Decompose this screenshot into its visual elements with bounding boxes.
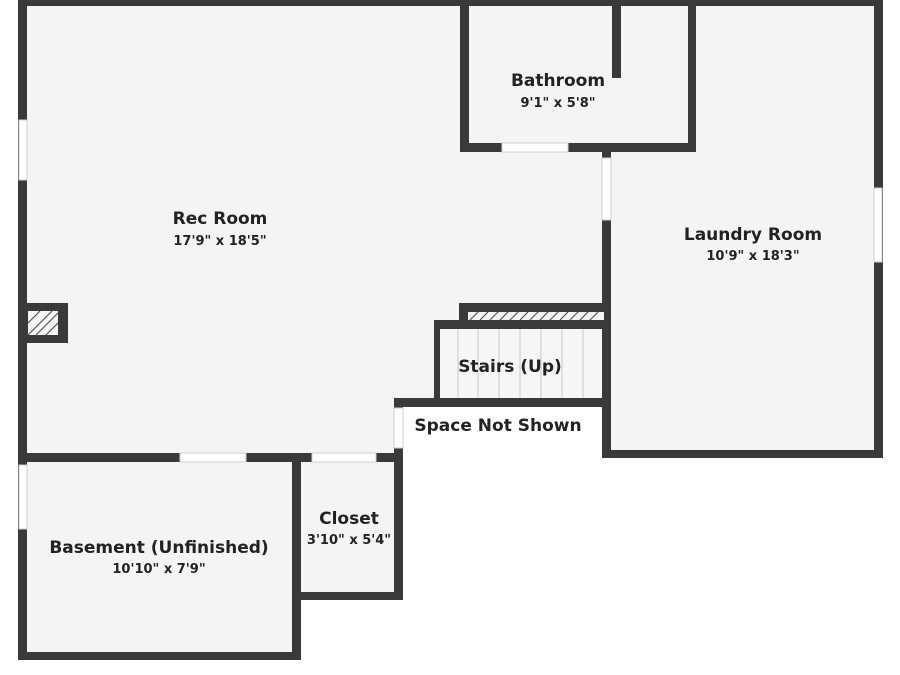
basement-label: Basement (Unfinished): [49, 538, 268, 558]
bathroom-door: [501, 142, 569, 153]
fireplace-hatch: [27, 310, 59, 336]
bathroom-label: Bathroom: [511, 71, 605, 91]
floors: [20, 0, 900, 675]
laundry-room-floor[interactable]: [604, 0, 882, 458]
space-not-shown-area: [394, 402, 608, 657]
outside-area-2: [608, 458, 900, 675]
closet-door: [311, 452, 377, 463]
openings: [18, 119, 883, 530]
stairs[interactable]: [437, 326, 605, 402]
closet-dims: 3'10" x 5'4": [307, 533, 391, 548]
basement-window: [18, 464, 28, 530]
closet-floor[interactable]: [295, 455, 402, 600]
outside-area: [298, 600, 402, 658]
rec-room-label: Rec Room: [173, 209, 268, 229]
stairs-label: Stairs (Up): [458, 357, 562, 377]
bathroom-dims: 9'1" x 5'8": [520, 96, 595, 111]
laundry-room-label: Laundry Room: [684, 225, 822, 245]
room-labels: Rec Room 17'9" x 18'5" Bathroom 9'1" x 5…: [49, 71, 822, 577]
stair-landing-hatch: [468, 311, 604, 321]
basement-floor[interactable]: [20, 455, 300, 660]
laundry-door: [601, 157, 612, 221]
space-not-shown-label: Space Not Shown: [414, 416, 581, 436]
laundry-window: [873, 187, 883, 263]
space-not-shown-opening: [393, 407, 404, 449]
basement-door: [179, 452, 247, 463]
rec-room-window: [18, 119, 28, 181]
basement-dims: 10'10" x 7'9": [112, 562, 205, 577]
laundry-room-dims: 10'9" x 18'3": [706, 249, 799, 264]
rec-room-dims: 17'9" x 18'5": [173, 234, 266, 249]
closet-label: Closet: [319, 509, 379, 529]
